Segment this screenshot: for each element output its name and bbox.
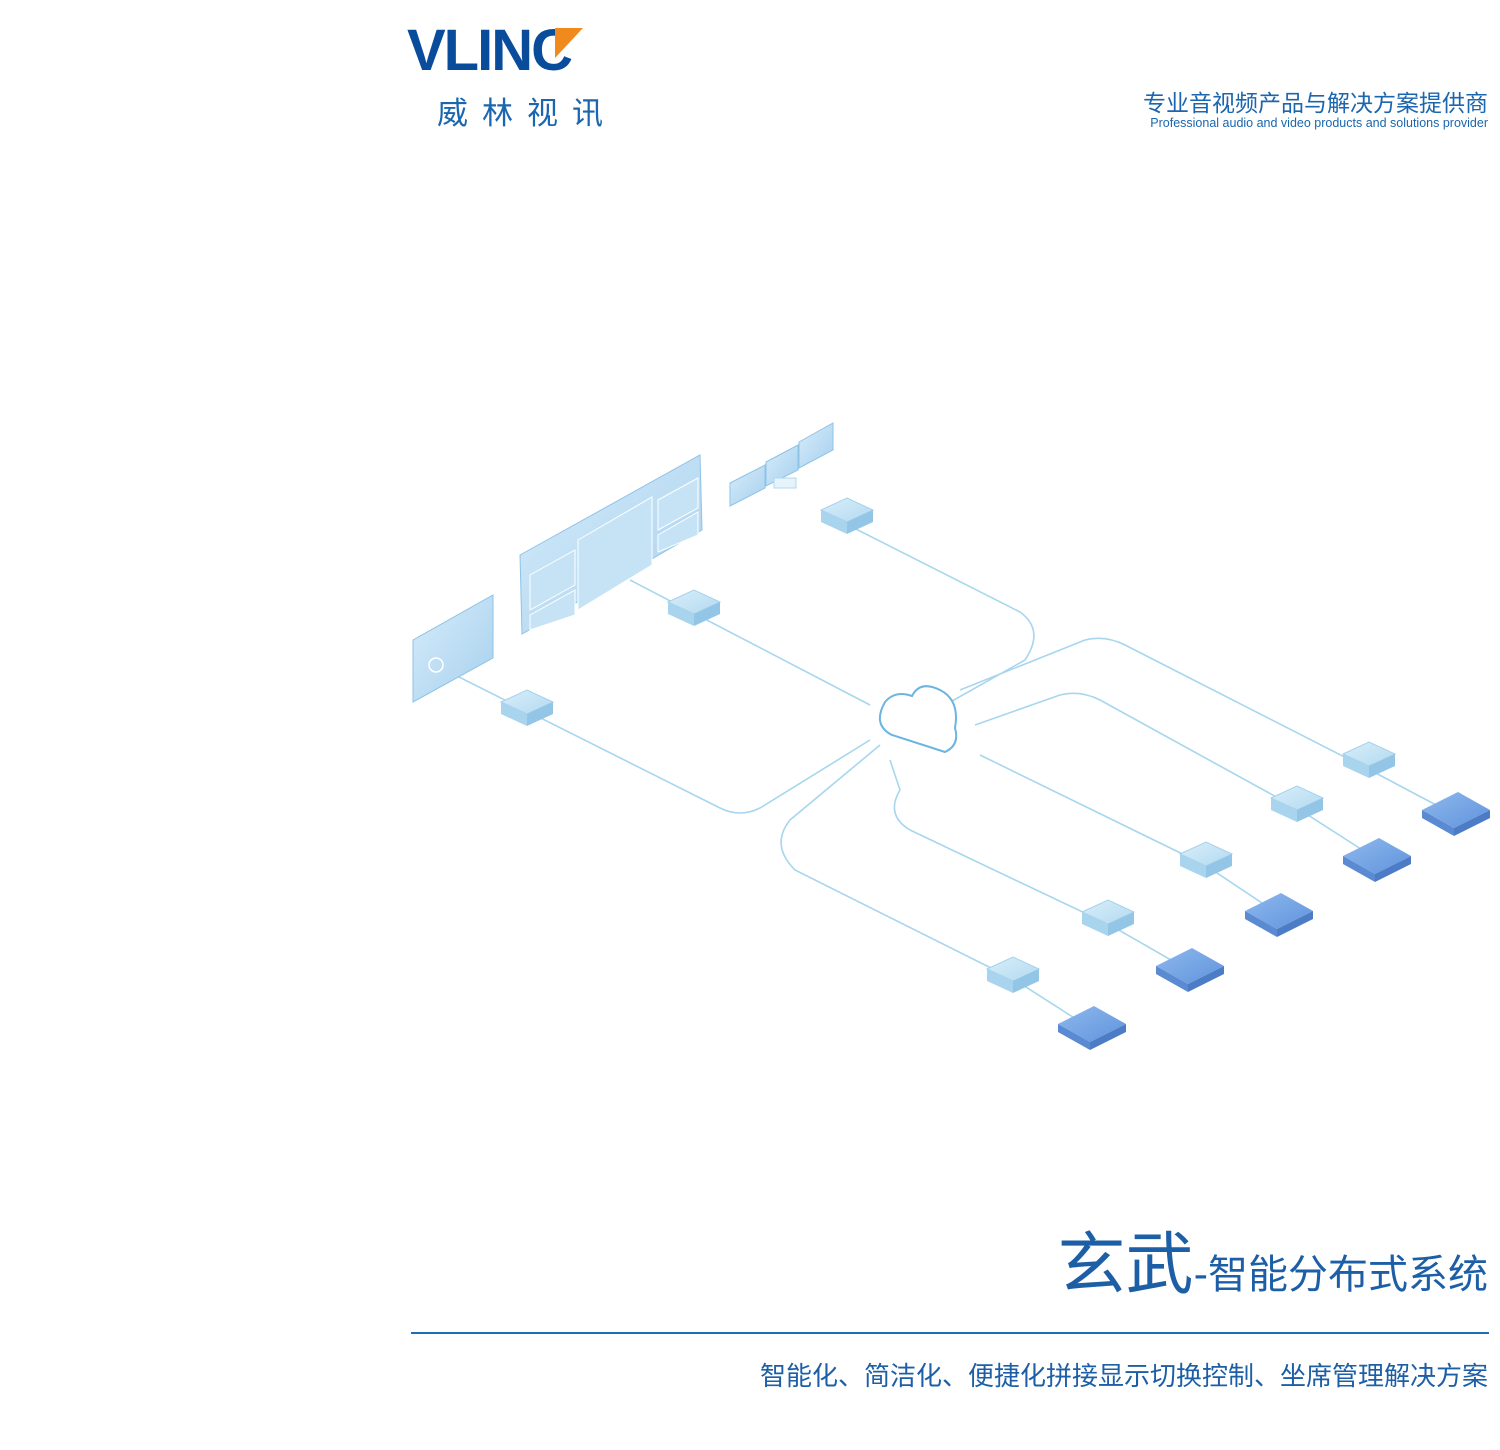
divider	[411, 1332, 1489, 1334]
logo-accent-shape	[555, 28, 583, 58]
encoder-box-icon	[666, 589, 722, 626]
decoder-box-icon	[1422, 792, 1490, 836]
encoder-box-icon	[499, 689, 555, 726]
encoder-box-icon	[1269, 785, 1325, 822]
display-screen-icon	[412, 594, 494, 703]
product-subtitle: 智能化、简洁化、便捷化拼接显示切换控制、坐席管理解决方案	[759, 1362, 1488, 1392]
network-diagram	[412, 422, 1490, 1050]
cloud-icon	[878, 685, 958, 754]
title-main: 玄武	[1057, 1226, 1194, 1305]
brand-logo: VLINC	[405, 18, 650, 130]
tagline-cn: 专业音视频产品与解决方案提供商	[1143, 91, 1488, 117]
decoder-boxes	[1058, 792, 1490, 1050]
encoder-box-icon	[1080, 899, 1136, 936]
decoder-box-icon	[1343, 838, 1411, 882]
decoder-box-icon	[1245, 893, 1313, 937]
tagline-en: Professional audio and video products an…	[1150, 116, 1488, 130]
video-wall-icon	[519, 454, 703, 635]
encoder-box-icon	[985, 956, 1041, 993]
encoder-box-icon	[1178, 841, 1234, 878]
encoder-box-icon	[819, 497, 875, 534]
brand-name-cn: 威林视讯	[437, 96, 617, 132]
encoder-box-icon	[1341, 741, 1397, 778]
decoder-box-icon	[1156, 948, 1224, 992]
logo-wordmark: VLINC	[407, 20, 572, 83]
decoder-box-icon	[1058, 1006, 1126, 1050]
encoder-boxes	[499, 497, 1397, 993]
connection-lines	[454, 524, 1456, 1029]
vlinc-logo-icon: VLINC	[407, 18, 583, 83]
title-sub: -智能分布式系统	[1193, 1252, 1488, 1298]
product-title: 玄武-智能分布式系统	[1058, 1232, 1488, 1300]
monitor-array-icon	[729, 422, 834, 507]
